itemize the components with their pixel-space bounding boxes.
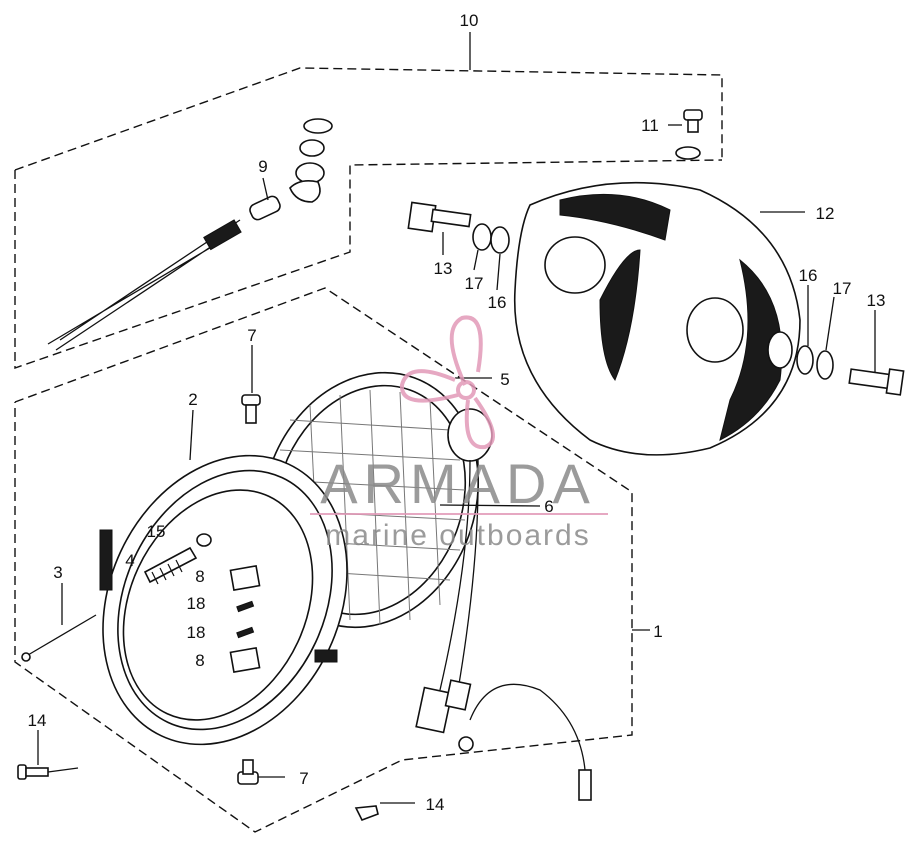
part-label: 15 (147, 522, 166, 541)
part-label: 4 (125, 551, 134, 570)
part-label: 13 (434, 259, 453, 278)
part-label: 17 (833, 279, 852, 298)
part-label: 5 (500, 370, 509, 389)
part-label: 18 (187, 594, 206, 613)
upper-left-fasteners (407, 201, 510, 254)
right-fasteners (796, 345, 905, 396)
headlight-housing (513, 181, 801, 456)
part-label: 16 (488, 293, 507, 312)
watermark-brand: ARMADA (320, 452, 596, 515)
watermark-tagline: marine outboards (325, 519, 590, 552)
part-label: 7 (299, 769, 308, 788)
part-label: 14 (28, 711, 47, 730)
armada-watermark: ARMADA marine outboards (310, 315, 608, 552)
part-labels: 10 11 9 12 13 17 16 16 17 13 7 5 2 6 15 … (28, 11, 886, 814)
screw-3 (21, 614, 97, 662)
part-label: 6 (544, 497, 553, 516)
part-label: 17 (465, 274, 484, 293)
part-label: 11 (641, 116, 659, 135)
part-label: 8 (195, 567, 204, 586)
part-label: 1 (653, 622, 662, 641)
propeller-logo (399, 315, 495, 450)
part-label: 2 (188, 390, 197, 409)
part-label: 14 (426, 795, 445, 814)
beam-leads (415, 459, 592, 801)
leader-lines (37, 124, 876, 804)
headlight-rim (99, 454, 348, 746)
part-label: 9 (258, 157, 267, 176)
screws-7-14 (17, 394, 379, 822)
part-label: 18 (187, 623, 206, 642)
part-label: 12 (816, 204, 835, 223)
part-label: 10 (460, 11, 479, 30)
adjuster-parts (143, 533, 261, 674)
part-label: 7 (247, 326, 256, 345)
part-label: 3 (53, 563, 62, 582)
screw-11 (675, 109, 703, 160)
part-label: 16 (799, 266, 818, 285)
part-label: 13 (867, 291, 886, 310)
group-outlines (14, 32, 723, 833)
part-label: 8 (195, 651, 204, 670)
wire-harness-9 (47, 118, 333, 351)
